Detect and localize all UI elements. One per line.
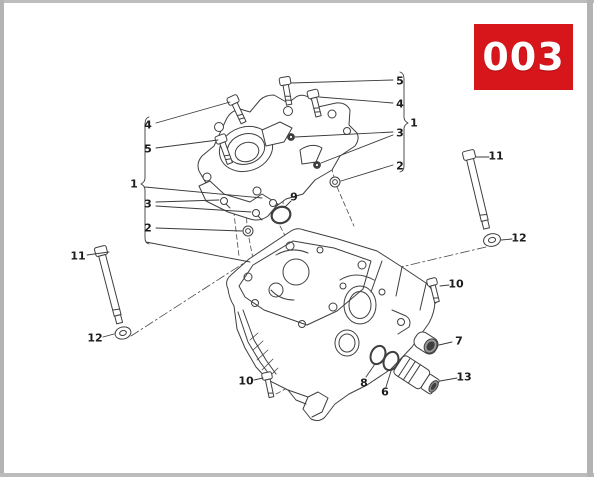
- callout-label-left-2: 2: [144, 221, 152, 235]
- oil-pump-assembly: [197, 94, 359, 221]
- page-number-badge: 003: [474, 24, 573, 90]
- cylinder-studs: [94, 149, 501, 340]
- washer-12-left-icon: [114, 326, 132, 340]
- screws-and-nuts: [220, 176, 341, 237]
- stud-11-left-icon: [94, 245, 124, 325]
- screw-3-icon: [220, 197, 263, 221]
- callout-leader-lines: [86, 71, 513, 388]
- callout-label-washer-12-right: 12: [511, 231, 527, 245]
- callout-label-left-5: 5: [144, 142, 152, 156]
- page-border-bottom: [0, 473, 594, 477]
- page-border-left: [0, 0, 4, 477]
- callout-label-bolt-10-right: 10: [448, 277, 464, 291]
- callout-label-right-1: 1: [410, 116, 418, 130]
- pump-screw-icon: [287, 133, 321, 169]
- callout-label-oring-8: 8: [360, 376, 368, 390]
- page-border-top: [0, 0, 594, 3]
- oil-filter-13-icon: [393, 355, 440, 395]
- bolt-5-top: [278, 75, 293, 106]
- pump-mounting-bolts: [214, 75, 322, 165]
- callout-label-stud-11-right: 11: [488, 149, 504, 163]
- callout-label-left-1: 1: [130, 177, 138, 191]
- oring-6-icon: [382, 350, 400, 372]
- page-number: 003: [482, 35, 565, 79]
- small-bolts: [261, 277, 440, 399]
- callout-label-right-2: 2: [396, 159, 404, 173]
- washer-12-right-icon: [483, 233, 501, 247]
- stud-11-right-icon: [462, 149, 491, 230]
- callout-label-washer-12-left: 12: [87, 331, 103, 345]
- oring-9-icon: [270, 205, 292, 225]
- callout-label-bushing-7: 7: [455, 334, 463, 348]
- callout-label-stud-11-left: 11: [70, 249, 86, 263]
- callout-label-oring-9: 9: [290, 190, 298, 204]
- callout-label-right-3: 3: [396, 126, 404, 140]
- bolt-10-bottom-icon: [261, 371, 275, 399]
- callout-label-oring-6: 6: [381, 385, 389, 399]
- callout-label-filter-13: 13: [456, 370, 472, 384]
- bushing-7-icon: [413, 331, 439, 355]
- page-border-right: [587, 0, 593, 477]
- bolt-4-left: [226, 94, 247, 125]
- callout-label-bolt-10-bottom: 10: [238, 374, 254, 388]
- bolt-10-right-icon: [426, 277, 440, 304]
- callout-label-right-5: 5: [396, 74, 404, 88]
- callout-label-left-3: 3: [144, 197, 152, 211]
- callout-label-right-4: 4: [396, 97, 404, 111]
- nut-2-icon: [242, 176, 341, 237]
- cylinder-head: [226, 228, 436, 422]
- bolt-5-left: [214, 133, 233, 165]
- callout-label-left-4: 4: [144, 118, 152, 132]
- bolt-4-top: [306, 88, 322, 118]
